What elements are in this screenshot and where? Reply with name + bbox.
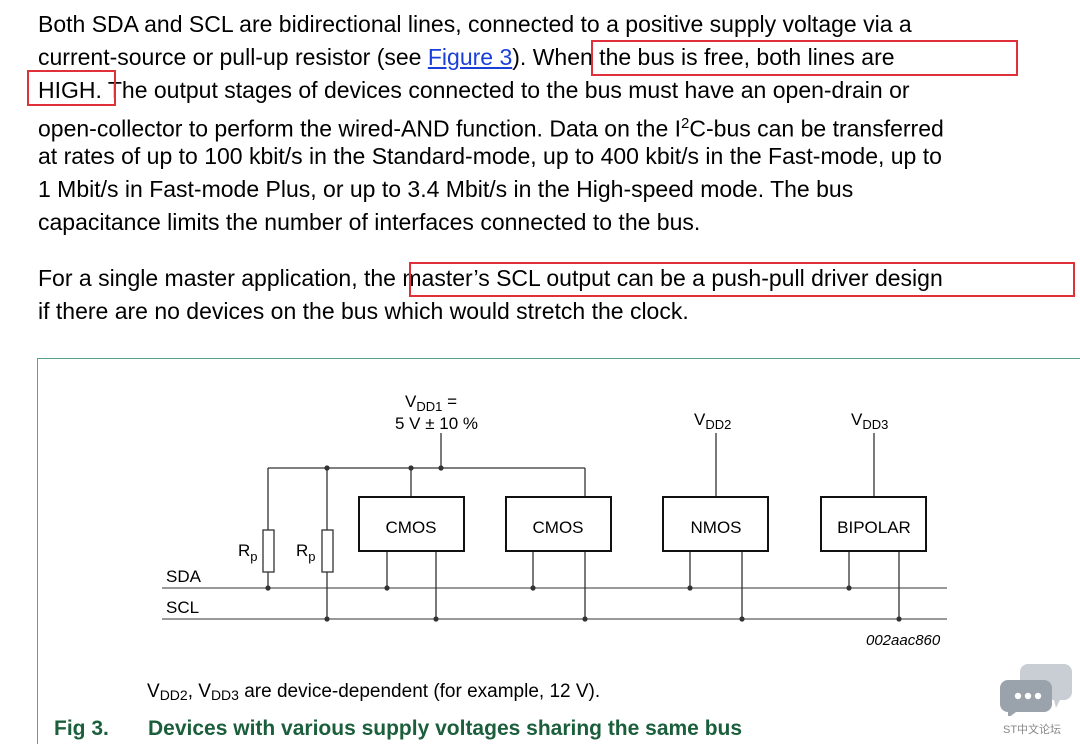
figure-note: VDD2, VDD3 are device-dependent (for exa…: [147, 680, 600, 707]
device-box-cmos-1: [358, 496, 465, 552]
device-box-bipolar: [820, 496, 927, 552]
caption-label: Fig 3.: [54, 717, 109, 740]
figure-3-link[interactable]: Figure 3: [427, 44, 513, 70]
p1-line-3-text: The output stages of devices connected t…: [101, 77, 910, 103]
p1-highlighted-text-2: HIGH.: [38, 77, 102, 103]
p2-highlighted-text: the master’s SCL output can be a push-pu…: [364, 265, 943, 291]
note-sub-1: DD2: [159, 687, 188, 703]
vdd1-label: VDD1 =: [405, 392, 457, 414]
vdd2-label: VDD2: [694, 410, 731, 432]
note-text: are device-dependent (for example, 12 V)…: [238, 681, 601, 702]
p1-line-2-paren: ).: [512, 44, 527, 70]
device-box-nmos: [662, 496, 769, 552]
device-label-cmos-1: CMOS: [386, 518, 437, 537]
p1-line-7: capacitance limits the number of interfa…: [38, 209, 701, 235]
p1-line-1: Both SDA and SCL are bidirectional lines…: [38, 11, 912, 37]
p1-superscript: 2: [681, 115, 690, 132]
chat-bubble-icon: [1000, 664, 1072, 716]
vdd1-value: 5 V ± 10 %: [395, 414, 478, 433]
p1-line-4: open-collector to perform the wired-AND …: [38, 107, 1078, 142]
watermark-text: ST中文论坛: [1003, 724, 1062, 736]
junction-dots: [265, 465, 902, 622]
p1-line-6: 1 Mbit/s in Fast-mode Plus, or up to 3.4…: [38, 176, 854, 202]
p1-line-4-text-a: open-collector to perform the wired-AND …: [38, 115, 682, 142]
device-label-cmos-2: CMOS: [533, 518, 584, 537]
rp-label-1: Rp: [238, 541, 258, 564]
p2-line-1-text: For a single master application,: [38, 265, 364, 291]
scl-label: SCL: [166, 598, 199, 617]
p1-line-4-text-b: C-bus can be transferred: [689, 115, 944, 142]
p1-line-2-text: current-source or pull-up resistor (see: [38, 44, 428, 70]
figure-code: 002aac860: [866, 632, 941, 649]
device-label-nmos: NMOS: [691, 518, 742, 537]
rp-label-2: Rp: [296, 541, 316, 564]
note-v: V: [147, 681, 160, 702]
figure-frame: [37, 358, 1080, 744]
pull-up-resistor-2: [321, 529, 334, 573]
caption-title: Devices with various supply voltages sha…: [148, 717, 743, 740]
p2-line-1: For a single master application, the mas…: [38, 262, 1078, 295]
paragraph-2: For a single master application, the mas…: [38, 262, 1078, 328]
pull-up-resistor-1: [262, 529, 275, 573]
p1-line-3: HIGH. The output stages of devices conne…: [38, 74, 1078, 107]
device-box-cmos-2: [505, 496, 612, 552]
device-label-bipolar: BIPOLAR: [837, 518, 911, 537]
note-sub-2: DD3: [210, 687, 239, 703]
note-v2: , V: [187, 681, 211, 702]
sda-label: SDA: [166, 567, 202, 586]
p1-line-5: at rates of up to 100 kbit/s in the Stan…: [38, 143, 942, 169]
p2-line-2: if there are no devices on the bus which…: [38, 298, 689, 324]
vdd3-label: VDD3: [851, 410, 888, 432]
